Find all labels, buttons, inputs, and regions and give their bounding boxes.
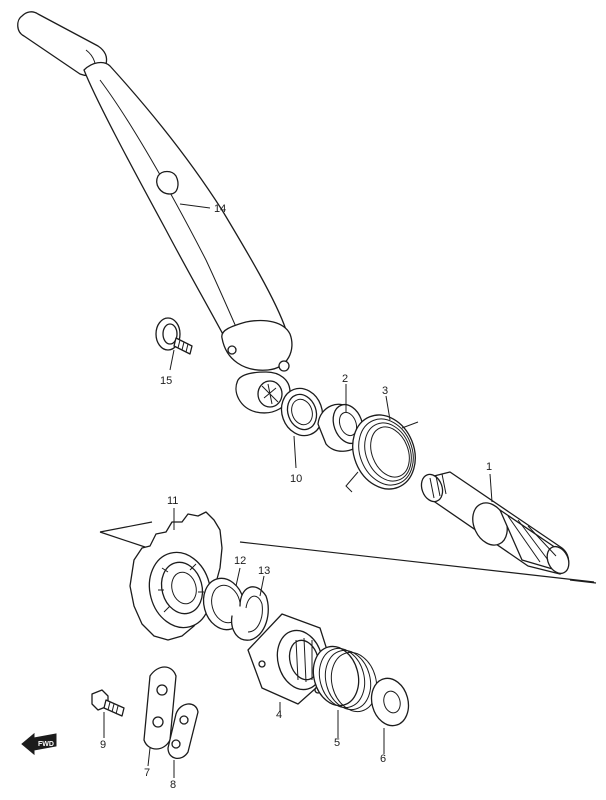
bearing-part-10[interactable] bbox=[275, 383, 329, 442]
callout-4: 4 bbox=[276, 709, 282, 721]
callout-8: 8 bbox=[170, 779, 176, 791]
callout-9: 9 bbox=[100, 739, 106, 751]
callout-7: 7 bbox=[144, 767, 150, 779]
callout-13: 13 bbox=[258, 565, 270, 577]
callout-6: 6 bbox=[380, 753, 386, 765]
leader-lines bbox=[103, 203, 493, 778]
callout-12: 12 bbox=[234, 555, 246, 567]
starter-gear-part-11[interactable] bbox=[129, 511, 223, 641]
kick-shaft-part-1[interactable] bbox=[418, 471, 573, 576]
spring-part-5[interactable] bbox=[307, 641, 383, 716]
pawl-guide-part-4[interactable] bbox=[247, 613, 335, 705]
callout-11: 11 bbox=[167, 495, 178, 507]
return-spring-part-3[interactable] bbox=[342, 406, 426, 499]
guide-part-8[interactable] bbox=[167, 703, 199, 759]
callout-5: 5 bbox=[334, 737, 340, 749]
callout-10: 10 bbox=[290, 473, 302, 485]
callout-14: 14 bbox=[214, 203, 226, 215]
forward-arrow-icon: FWD bbox=[21, 732, 57, 756]
washer-part-6[interactable] bbox=[366, 674, 413, 730]
callout-1: 1 bbox=[486, 461, 492, 473]
callout-2: 2 bbox=[342, 373, 348, 385]
callout-3: 3 bbox=[382, 385, 388, 397]
callout-labels: 14 15 10 2 3 1 11 12 13 4 5 6 7 8 9 bbox=[100, 203, 492, 791]
bolt-part-15[interactable] bbox=[155, 317, 193, 355]
assembly-axis-lines bbox=[99, 521, 597, 584]
bolt-part-9[interactable] bbox=[91, 689, 125, 717]
circlip-part-13[interactable] bbox=[230, 586, 269, 641]
kick-lever-part-14[interactable] bbox=[17, 11, 293, 414]
callout-15: 15 bbox=[160, 375, 172, 387]
fwd-label: FWD bbox=[38, 741, 54, 748]
